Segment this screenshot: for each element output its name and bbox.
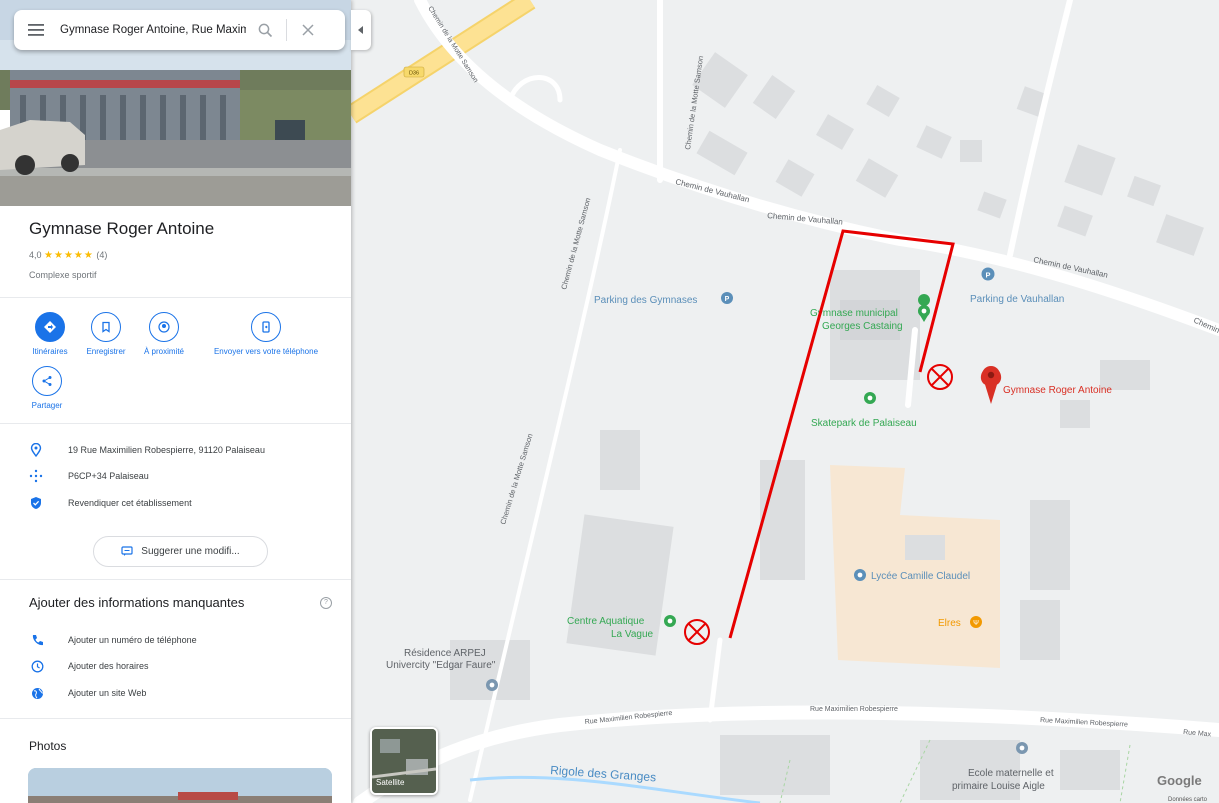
send-to-phone-button[interactable]: Envoyer vers votre téléphone xyxy=(197,312,335,356)
pluscode-text: P6CP+34 Palaiseau xyxy=(68,471,149,481)
suggest-edit-label: Suggerer une modifi... xyxy=(141,546,240,557)
satellite-label: Satellite xyxy=(376,778,405,787)
photos-title: Photos xyxy=(29,739,67,753)
directions-icon xyxy=(35,312,65,342)
road-badge xyxy=(403,66,425,78)
footpaths xyxy=(779,739,1131,803)
road-badge-label: D36 xyxy=(409,71,419,77)
google-logo-text: Google xyxy=(1157,773,1202,788)
street-label: Rue Maximilien Robespierre xyxy=(1040,717,1128,729)
share-label: Partager xyxy=(31,401,63,410)
place-title: Gymnase Roger Antoine xyxy=(29,219,215,238)
save-label: Enregistrer xyxy=(86,347,126,356)
poi-label-gymnase-castaing[interactable]: Gymnase municipal xyxy=(810,308,898,319)
place-category[interactable]: Complexe sportif xyxy=(29,270,97,280)
add-hours-row[interactable]: Ajouter des horaires xyxy=(29,658,149,674)
missing-info-title: Ajouter des informations manquantes xyxy=(29,595,245,610)
add-phone-label: Ajouter un numéro de téléphone xyxy=(68,635,197,645)
poi-label-elres[interactable]: Elres xyxy=(938,618,961,629)
claim-business-text: Revendiquer cet établissement xyxy=(68,498,192,508)
restaurant-pin-icon[interactable] xyxy=(970,616,982,628)
school-area xyxy=(830,465,1000,668)
map-terms[interactable]: Données carto xyxy=(1168,797,1208,803)
poi-label-lycee[interactable]: Lycée Camille Claudel xyxy=(871,571,970,582)
nearby-icon xyxy=(149,312,179,342)
poi-label-ecole-2[interactable]: primaire Louise Aigle xyxy=(952,781,1045,792)
collapse-panel-button[interactable] xyxy=(351,10,371,50)
svg-text:P: P xyxy=(725,296,730,303)
poi-label-gymnase-castaing-2[interactable]: Georges Castaing xyxy=(822,321,903,332)
add-phone-row[interactable]: Ajouter un numéro de téléphone xyxy=(29,632,197,648)
close-icon[interactable] xyxy=(291,10,325,50)
divider xyxy=(0,423,351,424)
share-button[interactable]: Partager xyxy=(26,366,68,410)
google-logo: Google xyxy=(1157,773,1202,788)
add-website-label: Ajouter un site Web xyxy=(68,688,147,698)
location-pin-icon xyxy=(27,441,45,459)
search-separator xyxy=(286,19,287,41)
poi-label-parking-vauhallan[interactable]: Parking de Vauhallan xyxy=(970,294,1064,305)
search-box xyxy=(14,10,345,50)
verified-shield-icon xyxy=(27,494,45,512)
edit-comment-icon xyxy=(121,546,133,557)
poi-label-arpej-2[interactable]: Univercity "Edgar Faure" xyxy=(386,660,496,671)
add-website-row[interactable]: Ajouter un site Web xyxy=(29,685,146,701)
nearby-label: À proximité xyxy=(143,347,184,356)
pluscode-icon xyxy=(27,467,45,485)
photo-thumbnail[interactable] xyxy=(28,768,332,803)
pluscode-row[interactable]: P6CP+34 Palaiseau xyxy=(27,467,149,485)
roads xyxy=(353,0,1219,803)
search-icon[interactable] xyxy=(248,10,282,50)
satellite-toggle[interactable]: Satellite xyxy=(370,727,438,795)
rating-stars-icon: ★★★★★ xyxy=(44,250,94,261)
blocked-marker-icon xyxy=(684,619,710,645)
review-count[interactable]: (4) xyxy=(96,250,108,260)
place-rating[interactable]: 4,0 ★★★★★ (4) xyxy=(29,250,107,261)
divider xyxy=(0,579,351,580)
address-text: 19 Rue Maximilien Robespierre, 91120 Pal… xyxy=(68,445,265,455)
svg-text:Ψ: Ψ xyxy=(973,620,979,627)
send-to-phone-label: Envoyer vers votre téléphone xyxy=(213,347,319,356)
globe-icon xyxy=(29,685,45,701)
drawn-path xyxy=(728,229,955,639)
phone-icon xyxy=(29,632,45,648)
suggest-edit-button[interactable]: Suggerer une modifi... xyxy=(93,536,268,567)
poi-label-roger-antoine[interactable]: Gymnase Roger Antoine xyxy=(1003,385,1112,396)
selected-place-pin-icon[interactable] xyxy=(980,366,1002,404)
help-icon[interactable]: ? xyxy=(320,597,332,609)
parking-icon[interactable] xyxy=(981,267,995,281)
rating-value: 4,0 xyxy=(29,250,42,260)
search-input[interactable] xyxy=(58,23,248,37)
blocked-marker-icon xyxy=(927,364,953,390)
street-label: Rue Max xyxy=(1183,729,1212,738)
claim-business-row[interactable]: Revendiquer cet établissement xyxy=(27,494,192,512)
nearby-button[interactable]: À proximité xyxy=(134,312,194,356)
svg-text:P: P xyxy=(985,271,990,280)
poi-label-aquatique-2[interactable]: La Vague xyxy=(611,629,654,640)
parking-icon[interactable] xyxy=(721,292,733,304)
poi-label-aquatique[interactable]: Centre Aquatique xyxy=(567,616,645,627)
street-label: Rue Maximilien Robespierre xyxy=(810,706,898,713)
directions-button[interactable]: Itinéraires xyxy=(26,312,74,356)
address-row[interactable]: 19 Rue Maximilien Robespierre, 91120 Pal… xyxy=(27,441,265,459)
divider xyxy=(0,718,351,719)
waterway xyxy=(469,775,761,803)
poi-label-parking-gymnases[interactable]: Parking des Gymnases xyxy=(594,295,697,306)
poi-label-ecole[interactable]: Ecole maternelle et xyxy=(968,768,1054,779)
send-to-phone-icon xyxy=(251,312,281,342)
clock-icon xyxy=(29,658,45,674)
chevron-left-icon xyxy=(358,26,363,34)
buildings xyxy=(450,52,1204,800)
poi-label-skatepark[interactable]: Skatepark de Palaiseau xyxy=(811,418,917,429)
directions-label: Itinéraires xyxy=(32,347,68,356)
bookmark-icon xyxy=(91,312,121,342)
place-panel: Gymnase Roger Antoine 4,0 ★★★★★ (4) Comp… xyxy=(0,0,351,803)
poi-label-arpej[interactable]: Résidence ARPEJ xyxy=(404,648,486,659)
add-hours-label: Ajouter des horaires xyxy=(68,661,149,671)
share-icon xyxy=(32,366,62,396)
divider xyxy=(0,297,351,298)
save-button[interactable]: Enregistrer xyxy=(80,312,132,356)
menu-icon[interactable] xyxy=(14,10,58,50)
